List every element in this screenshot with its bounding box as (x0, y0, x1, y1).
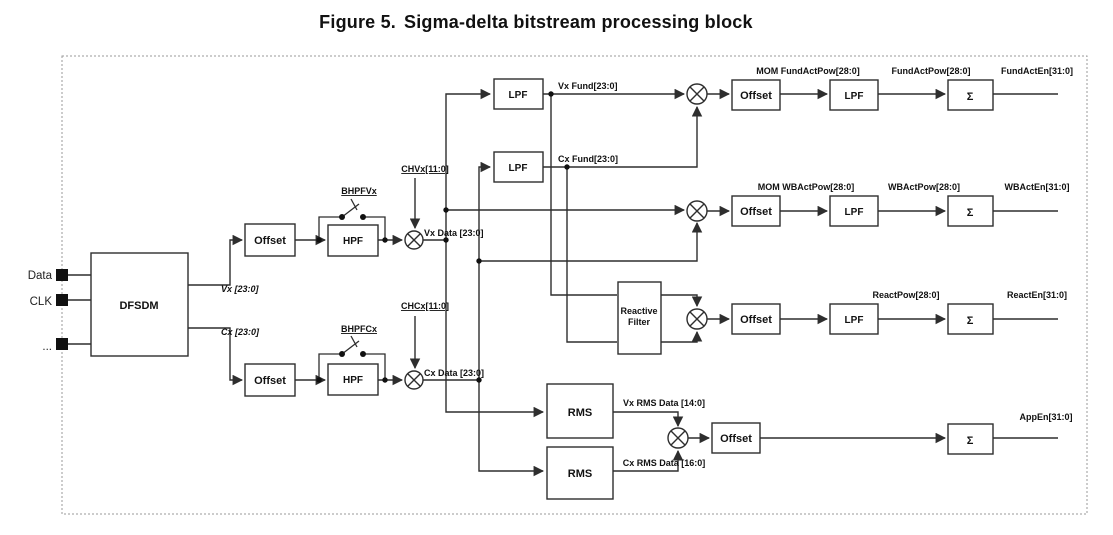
offset-fund-label: Offset (740, 90, 772, 102)
sigma-app-label: Σ (967, 435, 974, 447)
vx-multiplier (404, 230, 424, 250)
reactive-filter-box (617, 281, 662, 355)
sigma-fund-box (947, 79, 994, 111)
sigma-react-label: Σ (967, 315, 974, 327)
mom-fundactpow-label: MOM FundActPow[28:0] (756, 66, 860, 76)
lpf-react-box (829, 303, 879, 335)
figure-title-text: Sigma-delta bitstream processing block (404, 12, 753, 32)
external-inputs: Data CLK ... (28, 269, 68, 353)
offset-cx-box (244, 363, 296, 397)
offset-app-label: Offset (720, 433, 752, 445)
vx-bus-label: Vx [23:0] (221, 284, 260, 294)
lpf-fund-box (829, 79, 879, 111)
rms-multiplier (667, 427, 689, 449)
hpf-vx-box (327, 224, 379, 257)
hpf-cx-box (327, 363, 379, 396)
fund-active-power-row: Offset LPF Σ MOM FundActPow[28:0] FundAc… (686, 66, 1073, 111)
chvx-label: CHVx[11:0] (401, 164, 449, 174)
lpf-fund-label: LPF (845, 91, 864, 102)
dfsdm-block: DFSDM (90, 252, 189, 357)
appen-label: AppEn[31:0] (1019, 412, 1072, 422)
cx-frontend: Cx [23:0] Offset HPF BHPFCx CHCx[11:0] C… (221, 301, 484, 397)
cx-multiplier (404, 370, 424, 390)
more-inputs-label: ... (42, 341, 52, 353)
bhpfcx-label: BHPFCx (341, 324, 377, 334)
clk-input-pad (56, 294, 68, 306)
reactive-power-row: Reactive Filter Offset LPF Σ ReactPow[28… (617, 281, 1067, 355)
lpf-cx-fund-box (493, 151, 544, 183)
data-input-label: Data (28, 270, 53, 282)
dfsdm-label: DFSDM (119, 300, 158, 312)
sigma-fund-label: Σ (967, 91, 974, 103)
reactpow-label: ReactPow[28:0] (872, 290, 939, 300)
wb-active-power-row: Offset LPF Σ MOM WBActPow[28:0] WBActPow… (686, 182, 1070, 227)
vx-frontend: Vx [23:0] Offset HPF BHPFVx CHVx[11:0] V… (221, 164, 484, 294)
offset-vx-box (244, 223, 296, 257)
wbacten-label: WBActEn[31:0] (1004, 182, 1069, 192)
rms-vx-box (546, 383, 614, 439)
reactive-filter-label-line1: Reactive (620, 306, 657, 316)
more-input-pad (56, 338, 68, 350)
wb-multiplier (686, 200, 708, 222)
offset-vx-label: Offset (254, 235, 286, 247)
lpf-cx-fund-label: LPF (509, 163, 528, 174)
offset-react-box (731, 303, 781, 335)
figure-number-label: Figure 5. (319, 12, 396, 32)
fund-multiplier (686, 83, 708, 105)
dfsdm-box (90, 252, 189, 357)
rms-cx-label: RMS (568, 468, 592, 480)
reacten-label: ReactEn[31:0] (1007, 290, 1067, 300)
sigma-wb-label: Σ (967, 207, 974, 219)
cx-data-label: Cx Data [23:0] (424, 368, 484, 378)
vx-fund-label: Vx Fund[23:0] (558, 81, 618, 91)
cx-bus-label: Cx [23:0] (221, 327, 260, 337)
lpf-wb-label: LPF (845, 207, 864, 218)
wbactpow-label: WBActPow[28:0] (888, 182, 960, 192)
reactive-filter-label-line2: Filter (628, 317, 651, 327)
offset-fund-box (731, 79, 781, 111)
offset-cx-label: Offset (254, 375, 286, 387)
fundamental-filters: LPF Vx Fund[23:0] LPF Cx Fund[23:0] (493, 78, 618, 183)
fundacten-label: FundActEn[31:0] (1001, 66, 1073, 76)
sigma-app-box (947, 423, 994, 455)
reactive-multiplier (686, 308, 708, 330)
clk-input-label: CLK (30, 296, 53, 308)
data-input-pad (56, 269, 68, 281)
chcx-label: CHCx[11:0] (401, 301, 449, 311)
lpf-wb-box (829, 195, 879, 227)
lpf-vx-fund-label: LPF (509, 90, 528, 101)
sigma-react-box (947, 303, 994, 335)
offset-react-label: Offset (740, 314, 772, 326)
figure-title: Figure 5. Sigma-delta bitstream processi… (319, 12, 753, 32)
rms-vx-label: RMS (568, 407, 592, 419)
vx-data-label: Vx Data [23:0] (424, 228, 484, 238)
apparent-energy-row: RMS RMS Vx RMS Data [14:0] Cx RMS Data [… (546, 383, 1073, 500)
bhpfvx-label: BHPFVx (341, 186, 377, 196)
offset-wb-label: Offset (740, 206, 772, 218)
cx-fund-label: Cx Fund[23:0] (558, 154, 618, 164)
mom-wbactpow-label: MOM WBActPow[28:0] (758, 182, 855, 192)
junction-dots (316, 91, 570, 383)
hpf-cx-label: HPF (343, 375, 363, 386)
vx-rms-data-label: Vx RMS Data [14:0] (623, 398, 705, 408)
diagram-dashed-border (61, 55, 1088, 515)
wires (68, 88, 1058, 477)
sigma-wb-box (947, 195, 994, 227)
fundactpow-label: FundActPow[28:0] (891, 66, 970, 76)
cx-rms-data-label: Cx RMS Data [16:0] (623, 458, 706, 468)
lpf-vx-fund-box (493, 78, 544, 110)
rms-cx-box (546, 446, 614, 500)
offset-app-box (711, 422, 761, 454)
offset-wb-box (731, 195, 781, 227)
lpf-react-label: LPF (845, 315, 864, 326)
hpf-vx-label: HPF (343, 236, 363, 247)
